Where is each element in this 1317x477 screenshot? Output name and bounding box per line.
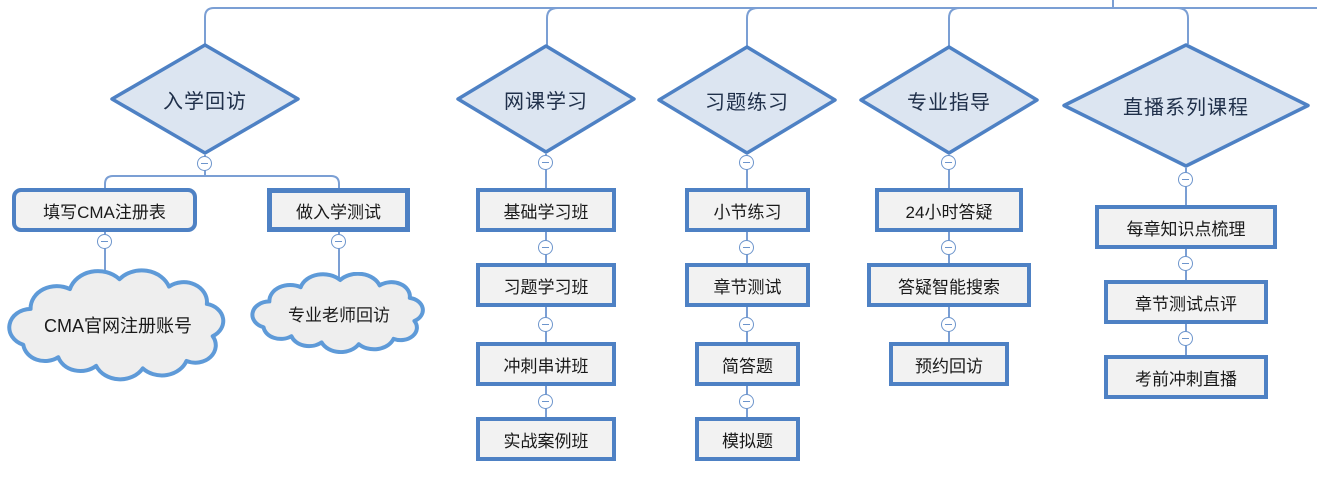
diamond-label: 习题练习: [705, 91, 789, 114]
diamond-polygon: [1062, 43, 1310, 168]
minus-glyph: [945, 247, 952, 248]
rect-node-short-answer[interactable]: 简答题: [695, 342, 800, 386]
cloud-shape: [0, 268, 236, 382]
minus-glyph: [542, 401, 549, 402]
diamond-polygon: [456, 44, 636, 154]
diamond-node-exercise-practice[interactable]: 习题练习: [657, 45, 837, 155]
minus-glyph: [542, 324, 549, 325]
minus-glyph: [201, 163, 208, 164]
collapse-icon[interactable]: [739, 394, 754, 409]
minus-glyph: [743, 324, 750, 325]
rect-node-test-review[interactable]: 章节测试点评: [1104, 280, 1268, 324]
minus-glyph: [1182, 179, 1189, 180]
collapse-icon[interactable]: [538, 155, 553, 170]
rect-node-smart-search[interactable]: 答疑智能搜索: [867, 263, 1031, 307]
cloud-label: 专业老师回访: [288, 305, 390, 325]
connector-path: [204, 7, 1317, 44]
diamond-polygon: [657, 45, 837, 155]
diamond-polygon: [110, 43, 300, 155]
minus-glyph: [743, 162, 750, 163]
rect-node-24h-qa[interactable]: 24小时答疑: [875, 188, 1023, 232]
rect-node-entrance-test[interactable]: 做入学测试: [267, 188, 410, 232]
connector-path: [104, 175, 340, 189]
diamond-node-online-course[interactable]: 网课学习: [456, 44, 636, 154]
connector-path: [1176, 7, 1189, 44]
diamond-shape: [859, 45, 1039, 155]
diamond-shape: [1062, 43, 1310, 168]
connector-path: [546, 7, 559, 46]
connector-path: [948, 7, 961, 47]
rect-node-case-class[interactable]: 实战案例班: [476, 417, 616, 461]
collapse-icon[interactable]: [941, 240, 956, 255]
diamond-node-enrollment-followup[interactable]: 入学回访: [110, 43, 300, 155]
diamond-label: 网课学习: [504, 90, 588, 113]
diamond-label: 入学回访: [163, 90, 247, 113]
minus-glyph: [335, 241, 342, 242]
rect-node-exercise-class[interactable]: 习题学习班: [476, 263, 616, 307]
collapse-icon[interactable]: [1178, 331, 1193, 346]
cloud-node-teacher-followup[interactable]: 专业老师回访: [245, 272, 433, 354]
minus-glyph: [542, 247, 549, 248]
rect-node-appointment-followup[interactable]: 预约回访: [889, 342, 1009, 386]
collapse-icon[interactable]: [739, 317, 754, 332]
diamond-label: 直播系列课程: [1123, 97, 1249, 119]
collapse-icon[interactable]: [941, 317, 956, 332]
collapse-icon[interactable]: [197, 156, 212, 171]
collapse-icon[interactable]: [739, 155, 754, 170]
minus-glyph: [743, 401, 750, 402]
cloud-label: CMA官网注册账号: [44, 316, 192, 336]
rect-node-preexam-live[interactable]: 考前冲刺直播: [1104, 355, 1268, 399]
minus-glyph: [945, 324, 952, 325]
minus-glyph: [1182, 263, 1189, 264]
collapse-icon[interactable]: [538, 394, 553, 409]
diamond-label: 专业指导: [907, 91, 991, 114]
rect-node-section-practice[interactable]: 小节练习: [685, 188, 810, 232]
collapse-icon[interactable]: [331, 234, 346, 249]
collapse-icon[interactable]: [941, 155, 956, 170]
rect-node-fill-cma-form[interactable]: 填写CMA注册表: [12, 188, 197, 232]
rect-node-mock-questions[interactable]: 模拟题: [695, 417, 800, 461]
minus-glyph: [1182, 338, 1189, 339]
minus-glyph: [743, 247, 750, 248]
diamond-shape: [456, 44, 636, 154]
rect-node-sprint-class[interactable]: 冲刺串讲班: [476, 342, 616, 386]
minus-glyph: [945, 162, 952, 163]
collapse-icon[interactable]: [538, 317, 553, 332]
connector-path: [746, 7, 759, 47]
minus-glyph: [542, 162, 549, 163]
diamond-shape: [657, 45, 837, 155]
cloud-path: [252, 274, 422, 352]
diamond-node-professional-guidance[interactable]: 专业指导: [859, 45, 1039, 155]
diamond-shape: [110, 43, 300, 155]
cloud-path: [9, 270, 223, 379]
collapse-icon[interactable]: [538, 240, 553, 255]
collapse-icon[interactable]: [1178, 172, 1193, 187]
cloud-shape: [245, 272, 433, 354]
rect-node-chapter-test[interactable]: 章节测试: [685, 263, 810, 307]
rect-node-basic-class[interactable]: 基础学习班: [476, 188, 616, 232]
rect-node-knowledge-review[interactable]: 每章知识点梳理: [1095, 205, 1277, 249]
collapse-icon[interactable]: [97, 234, 112, 249]
collapse-icon[interactable]: [1178, 256, 1193, 271]
collapse-icon[interactable]: [739, 240, 754, 255]
minus-glyph: [101, 241, 108, 242]
diamond-node-live-course-series[interactable]: 直播系列课程: [1062, 43, 1310, 168]
cloud-node-cma-account[interactable]: CMA官网注册账号: [0, 268, 236, 382]
diamond-polygon: [859, 45, 1039, 155]
